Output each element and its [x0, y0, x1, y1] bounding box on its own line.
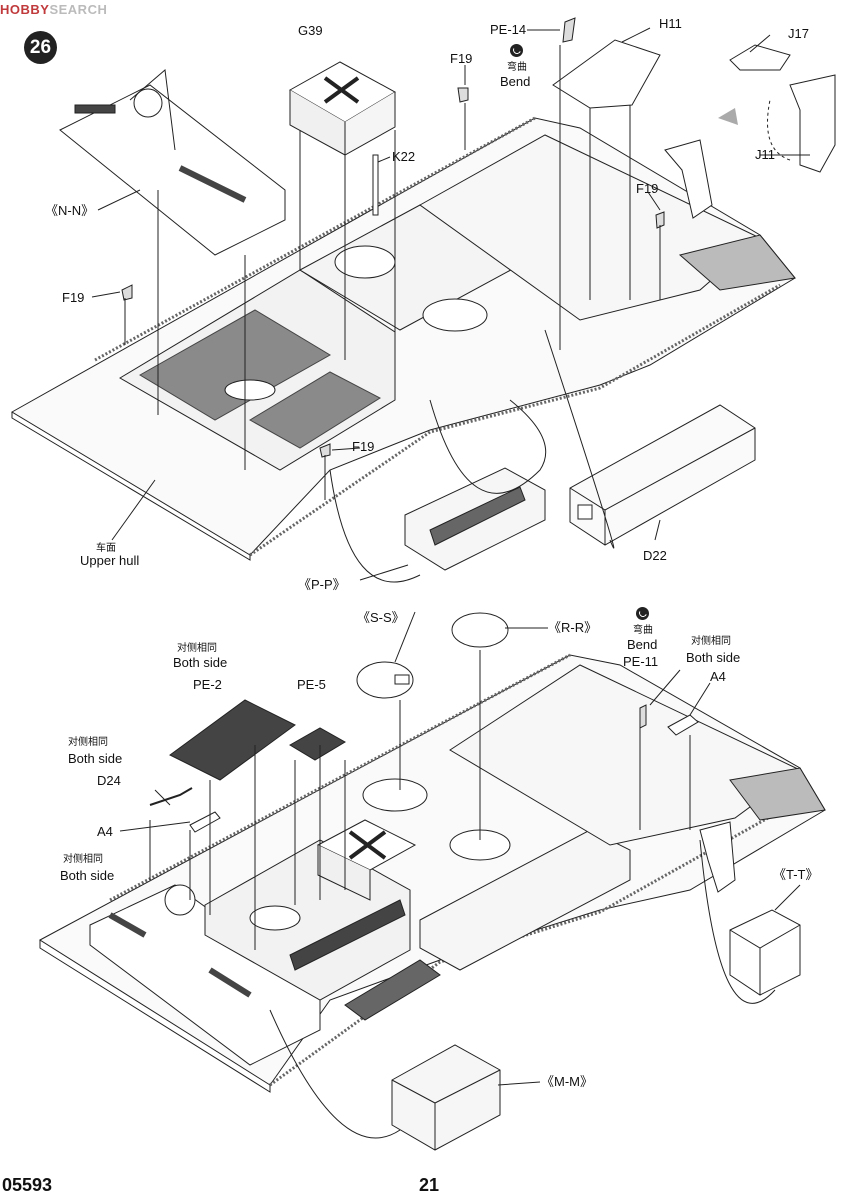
upper-hull-bottom [39, 612, 826, 1151]
label-pe14: PE-14 [490, 22, 527, 37]
label-j11: J11 [755, 147, 775, 162]
label-bend-en-top: Bend [500, 74, 531, 89]
label-bend-cn-top: 弯曲 [507, 62, 527, 73]
label-pe2: PE-2 [193, 677, 222, 692]
label-k22: K22 [392, 149, 416, 164]
label-s-s: 《S-S》 [357, 610, 405, 625]
label-a4-left: A4 [97, 824, 113, 839]
label-m-m: 《M-M》 [541, 1074, 593, 1089]
label-f19-a: F19 [450, 51, 473, 66]
upper-hull-top [11, 17, 836, 583]
label-r-r: 《R-R》 [548, 620, 598, 635]
label-a4-right: A4 [710, 669, 726, 684]
label-both-cn-2: 对侧相同 [177, 643, 217, 654]
label-pe11: PE-11 [623, 654, 659, 669]
watermark-suffix: SEARCH [49, 2, 108, 17]
watermark: HOBBYSEARCH [0, 2, 107, 17]
watermark-brand: HOBBY [0, 2, 50, 17]
label-d22: D22 [643, 548, 667, 563]
label-upper-hull-en: Upper hull [80, 553, 140, 568]
label-both-en-3: Both side [68, 751, 123, 766]
label-both-cn-1: 对侧相同 [691, 636, 731, 647]
label-f19-d: F19 [352, 439, 375, 454]
label-p-p: 《P-P》 [298, 577, 346, 592]
label-f19-c: F19 [62, 290, 85, 305]
label-h11: H11 [659, 16, 682, 31]
label-both-en-2: Both side [173, 655, 228, 670]
bend-icon-bottom [636, 607, 649, 620]
label-upper-hull-cn: 车面 [96, 543, 116, 554]
step-number-badge: 26 [24, 31, 57, 64]
label-both-en-1: Both side [686, 650, 741, 665]
label-bend-cn-bottom: 弯曲 [633, 625, 653, 636]
label-f19-b: F19 [636, 181, 659, 196]
label-n-n: 《N-N》 [45, 203, 95, 218]
page-number: 21 [419, 1175, 440, 1195]
label-both-en-4: Both side [60, 868, 115, 883]
label-both-cn-3: 对侧相同 [68, 737, 108, 748]
product-code: 05593 [2, 1175, 53, 1195]
label-t-t: 《T-T》 [773, 867, 819, 882]
label-j17: J17 [788, 26, 809, 41]
label-bend-en-bottom: Bend [627, 637, 658, 652]
label-both-cn-4: 对侧相同 [63, 854, 103, 865]
bend-icon [510, 44, 523, 57]
label-pe5: PE-5 [297, 677, 326, 692]
label-d24: D24 [97, 773, 121, 788]
label-g39: G39 [298, 23, 323, 38]
